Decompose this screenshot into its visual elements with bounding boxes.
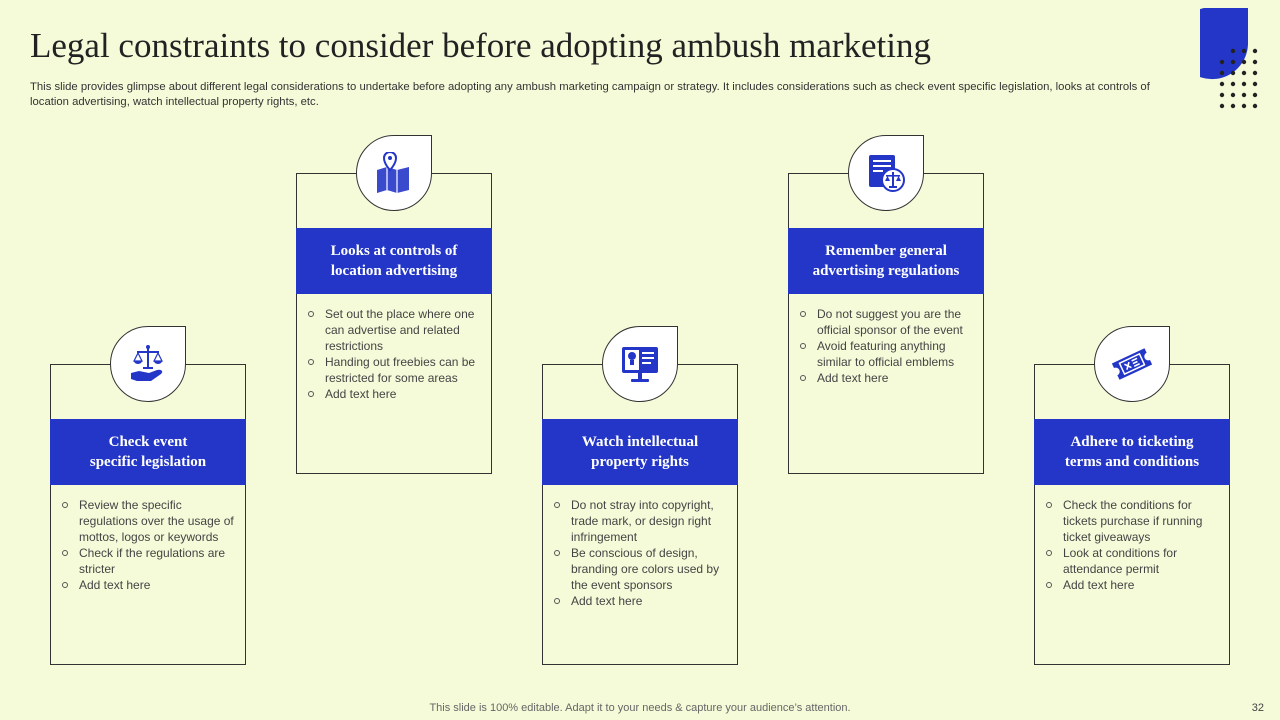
list-item: Handing out freebies can be restricted f… xyxy=(307,354,485,386)
list-item: Do not suggest you are the official spon… xyxy=(799,306,977,338)
slide-footer: This slide is 100% editable. Adapt it to… xyxy=(429,702,851,714)
list-item: Check if the regulations are stricter xyxy=(61,545,239,577)
list-item: Look at conditions for attendance permit xyxy=(1045,545,1223,577)
list-item: Set out the place where one can advertis… xyxy=(307,306,485,354)
list-item: Add text here xyxy=(61,577,239,593)
corner-decoration-icon xyxy=(1200,8,1258,109)
intellectual-property-icon xyxy=(602,326,678,402)
list-item: Add text here xyxy=(799,370,977,386)
list-item: Add text here xyxy=(307,386,485,402)
legal-document-icon xyxy=(848,135,924,211)
card-bullet-list: Review the specific regulations over the… xyxy=(61,497,239,593)
scales-hand-icon xyxy=(110,326,186,402)
list-item: Check the conditions for tickets purchas… xyxy=(1045,497,1223,545)
list-item: Do not stray into copyright, trade mark,… xyxy=(553,497,731,545)
list-item: Add text here xyxy=(553,593,731,609)
list-item: Review the specific regulations over the… xyxy=(61,497,239,545)
slide-title: Legal constraints to consider before ado… xyxy=(30,26,931,65)
card-bullet-list: Set out the place where one can advertis… xyxy=(307,306,485,402)
list-item: Add text here xyxy=(1045,577,1223,593)
page-number: 32 xyxy=(1251,702,1264,714)
list-item: Avoid featuring anything similar to offi… xyxy=(799,338,977,370)
list-item: Be conscious of design, branding ore col… xyxy=(553,545,731,593)
slide-subtitle: This slide provides glimpse about differ… xyxy=(30,81,1150,108)
ticket-icon xyxy=(1094,326,1170,402)
card-bullet-list: Do not stray into copyright, trade mark,… xyxy=(553,497,731,609)
card-bullet-list: Do not suggest you are the official spon… xyxy=(799,306,977,386)
card-bullet-list: Check the conditions for tickets purchas… xyxy=(1045,497,1223,593)
location-map-icon xyxy=(356,135,432,211)
